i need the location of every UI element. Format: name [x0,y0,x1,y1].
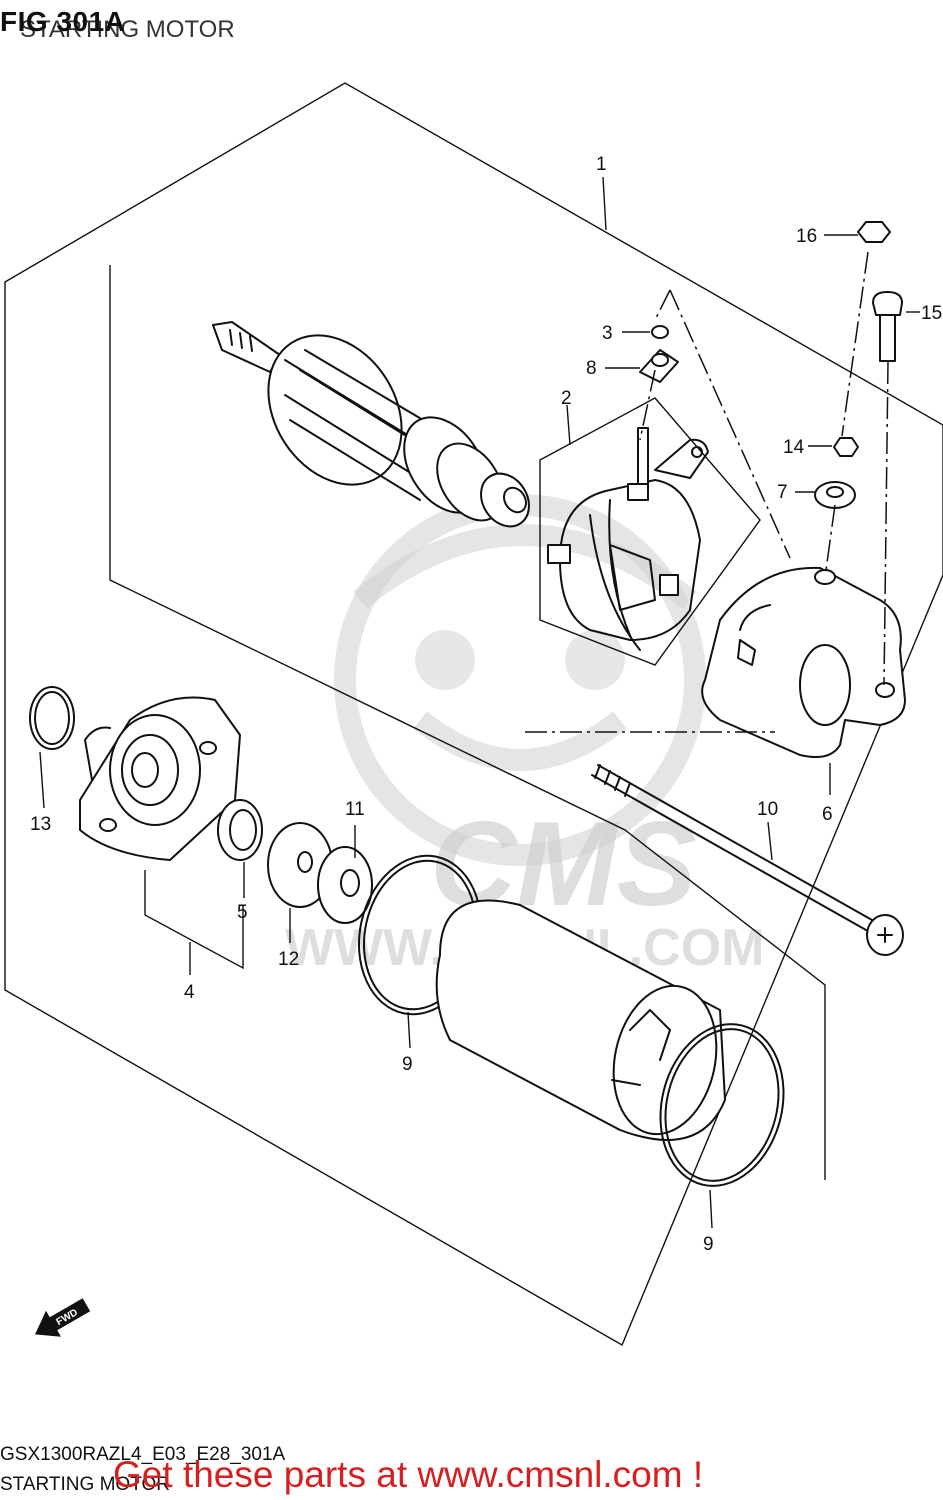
buy-parts-link[interactable]: Get these parts at www.cmsnl.com ! [113,1454,704,1495]
part-15-bolt [872,291,903,362]
fwd-arrow: FWD [34,1298,91,1337]
figure-subtitle: STARTING MOTOR [20,16,235,43]
callout-9-left: 9 [402,1054,413,1075]
part-3-washer [651,325,669,339]
fwd-label: FWD [55,1307,80,1328]
callout-13: 13 [30,814,51,835]
part-13-o-ring [29,686,75,750]
part-16-nut [857,221,891,243]
callout-7: 7 [777,482,788,503]
leader-lines [39,176,920,1229]
callout-5: 5 [237,902,248,923]
part-yoke [435,899,726,1141]
callout-15: 15 [921,303,942,324]
callout-1: 1 [596,154,607,175]
callout-11: 11 [345,799,365,820]
callout-3: 3 [602,323,613,344]
part-11-washer [317,846,373,924]
figure-title: FIG 301A [0,6,126,37]
part-6-rear-housing [701,566,906,758]
part-7-washer [814,481,856,509]
part-9-o-ring-right [659,1023,785,1187]
part-14-nut [833,437,859,457]
part-10-through-bolt [591,764,904,956]
callout-12: 12 [278,949,299,970]
callout-8: 8 [586,358,597,379]
callout-2: 2 [561,388,572,409]
armature-group-box [109,265,826,1180]
part-armature [212,321,530,528]
part-2-brush-holder [539,397,761,666]
footer-part-name: STARTING MOTOR [0,1474,170,1495]
part-4-front-housing [79,696,241,861]
callout-14: 14 [783,437,805,458]
callout-6: 6 [822,804,833,825]
assembly-frame [4,82,943,1347]
callouts: 1 2 3 4 5 6 7 8 9 9 10 11 12 13 14 15 16 [30,154,942,1255]
callout-16: 16 [796,226,817,247]
callout-10: 10 [757,799,778,820]
callout-9-right: 9 [703,1234,714,1255]
callout-4: 4 [184,982,195,1003]
footer-part-code: GSX1300RAZL4_E03_E28_301A [0,1444,286,1465]
